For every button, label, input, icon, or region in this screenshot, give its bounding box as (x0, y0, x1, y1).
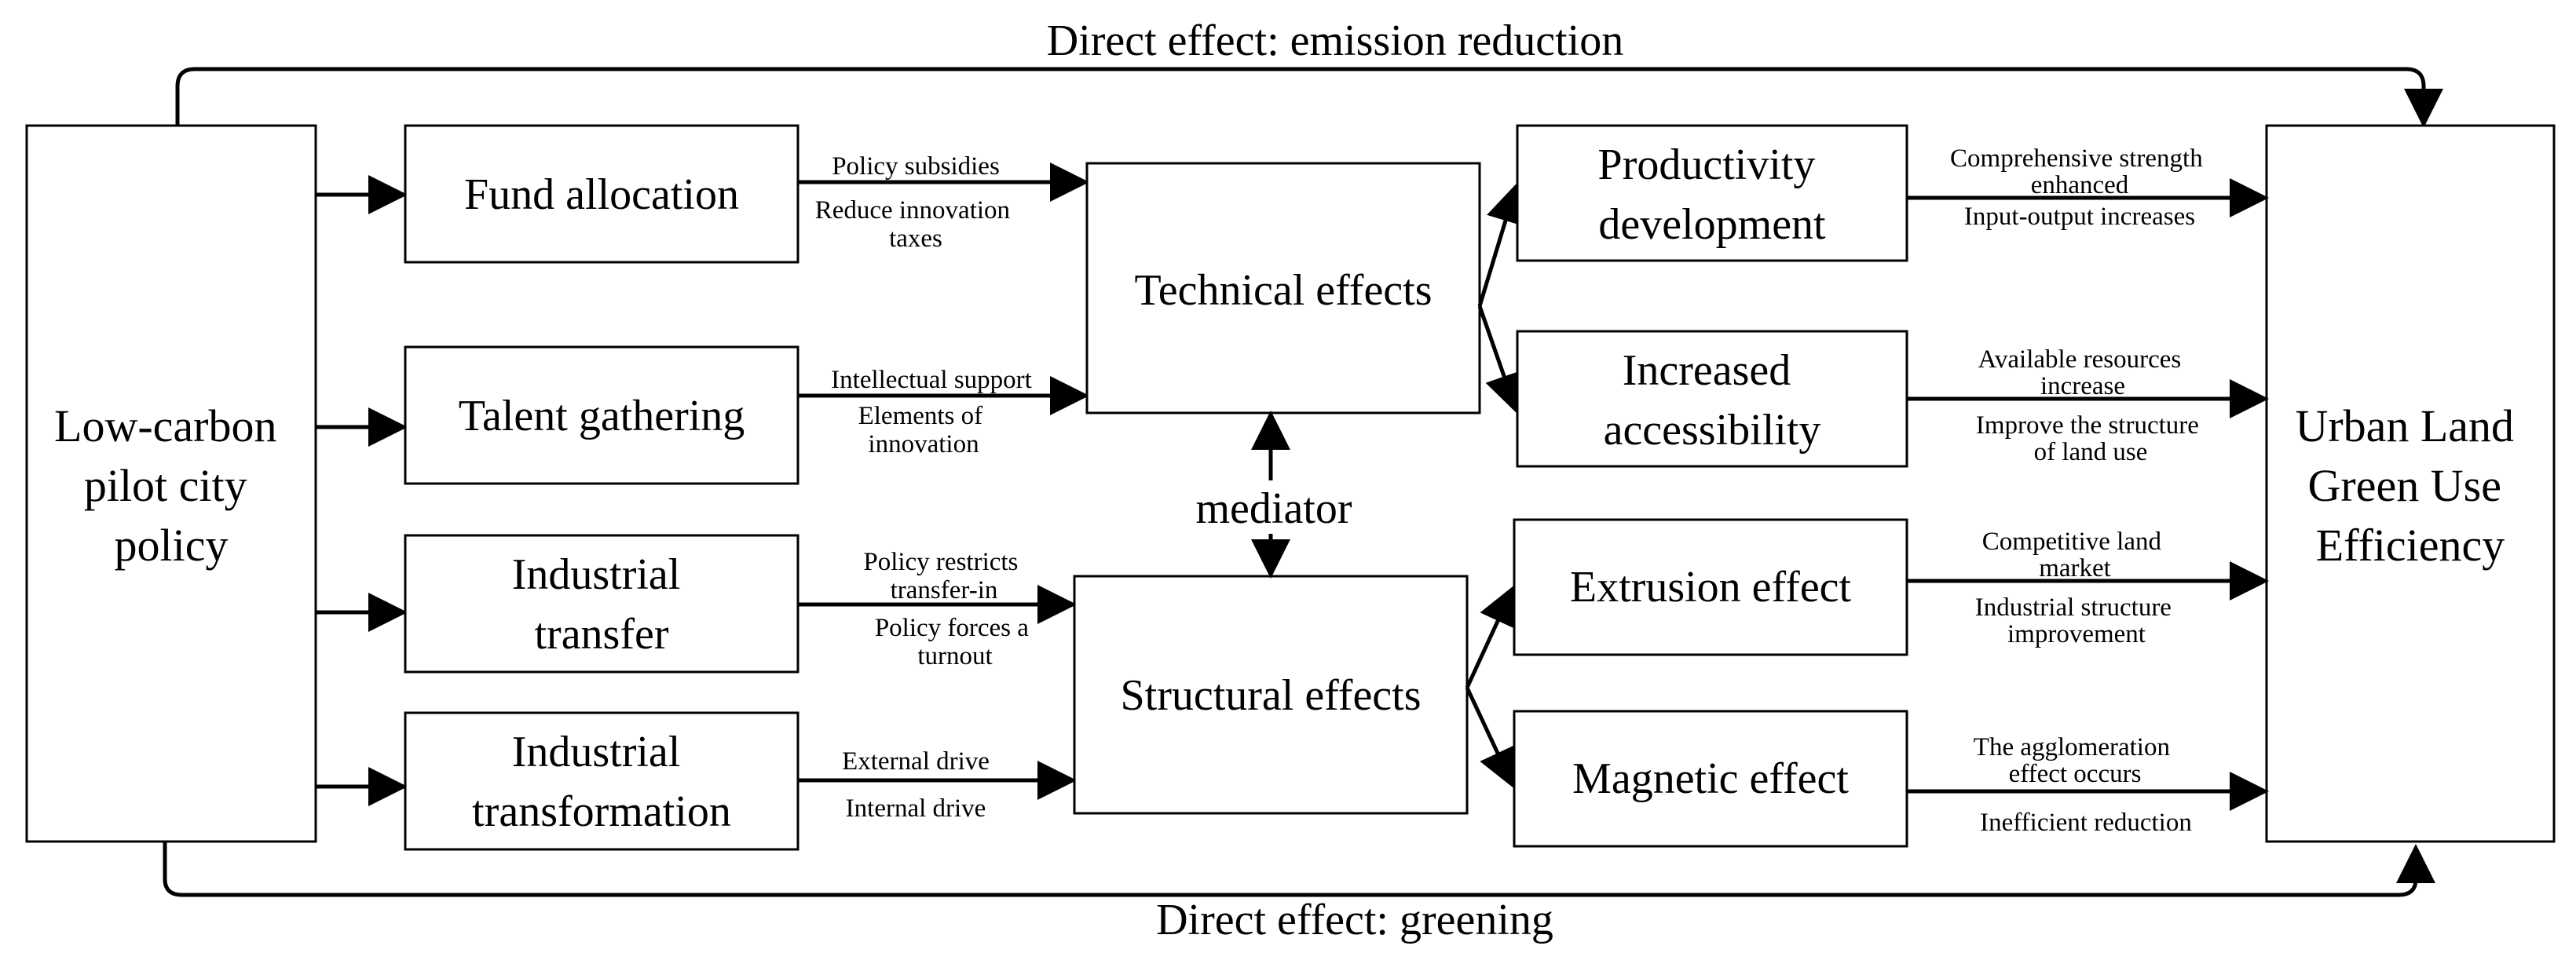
arrow-structural-to-magnetic (1465, 686, 1516, 789)
mediator-label: mediator (1195, 484, 1352, 533)
source-label: Low-carbon pilot city policy (54, 400, 288, 571)
channel-box-talent-gathering (404, 345, 800, 485)
hub-label-technical-effects: Technical effects (1134, 266, 1432, 315)
direct-effect-emission-label: Direct effect: emission reduction (1047, 16, 1623, 65)
label-available-resources-increase: Available resources increase (1978, 345, 2188, 400)
label-inefficient-reduction: Inefficient reduction (1980, 809, 2192, 837)
label-input-output-increases: Input-output increases (1964, 203, 2195, 231)
label-industrial-structure-improvement: Industrial structure improvement (1975, 593, 2178, 648)
label-reduce-innovation-taxes: Reduce innovation taxes (815, 196, 1017, 253)
channel-label-fund-allocation: Fund allocation (464, 170, 739, 219)
direct-effect-emission-arrow (175, 67, 2443, 128)
outcome-label-productivity-development: Productivity development (1598, 141, 1827, 249)
channel-box-industrial-transformation (404, 711, 800, 851)
outcome-box-magnetic-effect (1513, 710, 1908, 848)
hub-label-structural-effects: Structural effects (1120, 671, 1421, 720)
label-intellectual-support: Intellectual support (831, 366, 1032, 394)
label-policy-forces-a-turnout: Policy forces a turnout (875, 614, 1035, 670)
outcome-box-extrusion-effect (1513, 518, 1908, 656)
source-box (25, 124, 317, 843)
label-policy-subsidies: Policy subsidies (832, 152, 1000, 181)
channel-label-talent-gathering: Talent gathering (459, 392, 745, 440)
outcome-label-magnetic-effect: Magnetic effect (1572, 754, 1849, 803)
label-comprehensive-strength-enhanced: Comprehensive strength enhanced (1950, 144, 2209, 199)
label-competitive-land-market: Competitive land market (1982, 528, 2168, 582)
label-internal-drive: Internal drive (846, 794, 986, 823)
label-policy-restricts-transfer-in: Policy restricts transfer-in (863, 548, 1024, 604)
target-box (2265, 124, 2556, 843)
channel-box-industrial-transfer (404, 534, 800, 674)
arrow-technical-to-accessibility (1477, 305, 1523, 414)
label-external-drive: External drive (842, 747, 990, 776)
arrow-technical-to-productivity (1477, 183, 1524, 307)
channel-label-industrial-transfer: Industrial transfer (512, 550, 692, 659)
arrow-structural-to-extrusion (1465, 585, 1516, 689)
direct-effect-greening-label: Direct effect: greening (1156, 896, 1553, 944)
channel-box-fund-allocation (404, 124, 800, 264)
outcome-box-increased-accessibility (1516, 330, 1908, 468)
outcome-box-productivity-development (1516, 124, 1908, 262)
target-label: Urban Land Green Use Efficiency (2295, 400, 2525, 571)
label-improve-the-structure-of-land-use: Improve the structure of land use (1976, 411, 2205, 466)
outcome-label-increased-accessibility: Increased accessibility (1604, 346, 1821, 455)
outcome-label-extrusion-effect: Extrusion effect (1570, 563, 1852, 612)
label-the-agglomeration-effect-occurs: The agglomeration effect occurs (1974, 733, 2176, 788)
hub-box-structural-effects (1073, 575, 1469, 815)
label-elements-of-innovation: Elements of innovation (858, 402, 990, 458)
direct-effect-greening-arrow (163, 842, 2435, 897)
channel-label-industrial-transformation: Industrial transformation (472, 728, 731, 836)
